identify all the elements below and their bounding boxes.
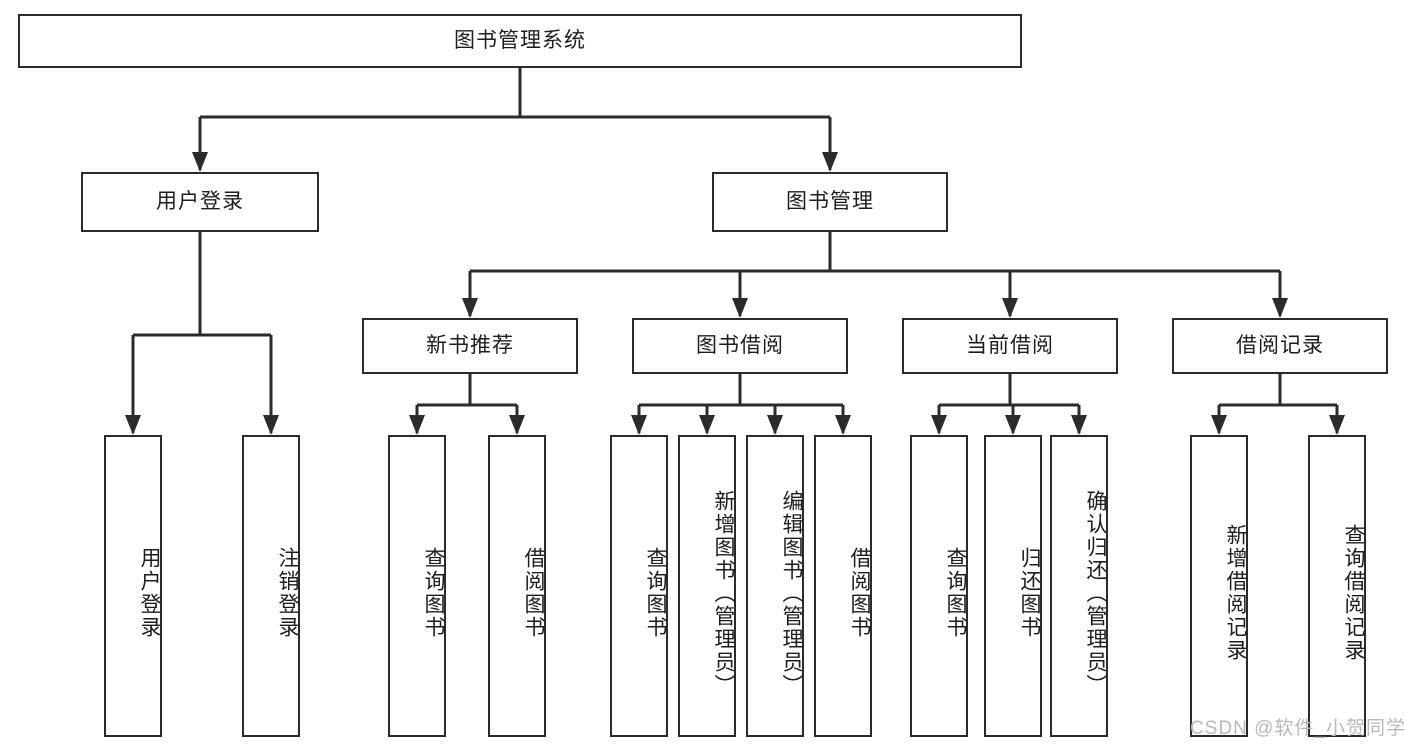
node-borrow-record[interactable]: 借阅记录 [1172,318,1388,374]
edge-arrow-book-manage-current-borrow [1002,298,1018,318]
edge-arrow-book-borrow-leaf-edit-book [767,415,783,435]
node-leaf-confirm[interactable]: 确认归还（管理员） [1050,435,1108,737]
node-leaf-add-rec[interactable]: 新增借阅记录 [1190,435,1248,737]
edge-arrow-new-book-rec-leaf-borrow-1 [509,415,525,435]
node-leaf-query-3[interactable]: 查询图书 [910,435,968,737]
edge-arrow-user-login-leaf-logout [263,415,279,435]
node-leaf-borrow-1[interactable]: 借阅图书 [488,435,546,737]
node-new-book-rec[interactable]: 新书推荐 [362,318,578,374]
edge-arrow-root-book-manage [822,152,838,172]
node-user-login[interactable]: 用户登录 [81,172,319,232]
node-leaf-edit-book[interactable]: 编辑图书（管理员） [746,435,804,737]
node-leaf-borrow-2[interactable]: 借阅图书 [814,435,872,737]
csdn-watermark: CSDN @软件_小贺同学 [1190,718,1405,739]
node-label-borrow-record: 借阅记录 [1236,334,1324,358]
node-leaf-query-1[interactable]: 查询图书 [388,435,446,737]
node-label-leaf-query-1: 查询图书 [422,547,445,639]
edge-arrow-current-borrow-leaf-query-3 [931,415,947,435]
edge-arrow-book-manage-book-borrow [732,298,748,318]
edge-arrow-book-borrow-leaf-borrow-2 [835,415,851,435]
node-leaf-user-login[interactable]: 用户登录 [104,435,162,737]
node-label-user-login: 用户登录 [156,190,244,214]
edge-arrow-book-borrow-leaf-add-book [699,415,715,435]
node-label-book-manage: 图书管理 [786,190,874,214]
node-label-leaf-query-rec: 查询借阅记录 [1342,524,1365,662]
node-leaf-query-2[interactable]: 查询图书 [610,435,668,737]
node-leaf-add-book[interactable]: 新增图书（管理员） [678,435,736,737]
node-book-borrow[interactable]: 图书借阅 [632,318,848,374]
node-label-book-borrow: 图书借阅 [696,334,784,358]
node-label-leaf-return: 归还图书 [1018,547,1041,639]
node-label-root: 图书管理系统 [454,29,586,53]
node-label-leaf-add-rec: 新增借阅记录 [1224,524,1247,662]
edge-arrow-current-borrow-leaf-return [1005,415,1021,435]
edge-arrow-new-book-rec-leaf-query-1 [409,415,425,435]
node-book-manage[interactable]: 图书管理 [712,172,948,232]
node-label-leaf-confirm: 确认归还（管理员） [1084,489,1107,697]
node-leaf-return[interactable]: 归还图书 [984,435,1042,737]
edge-arrow-borrow-record-leaf-query-rec [1329,415,1345,435]
node-label-leaf-user-login: 用户登录 [138,547,161,639]
node-label-leaf-query-3: 查询图书 [944,547,967,639]
node-label-leaf-borrow-1: 借阅图书 [522,547,545,639]
node-label-leaf-add-book: 新增图书（管理员） [712,489,735,697]
node-label-leaf-logout: 注销登录 [276,547,299,639]
node-leaf-logout[interactable]: 注销登录 [242,435,300,737]
node-current-borrow[interactable]: 当前借阅 [902,318,1118,374]
node-leaf-query-rec[interactable]: 查询借阅记录 [1308,435,1366,737]
edge-arrow-current-borrow-leaf-confirm [1071,415,1087,435]
edge-arrow-book-manage-new-book-rec [462,298,478,318]
node-label-new-book-rec: 新书推荐 [426,334,514,358]
node-label-leaf-query-2: 查询图书 [644,547,667,639]
edge-arrow-book-borrow-leaf-query-2 [631,415,647,435]
edge-arrow-root-user-login [192,152,208,172]
edge-arrow-borrow-record-leaf-add-rec [1211,415,1227,435]
node-root[interactable]: 图书管理系统 [18,14,1022,68]
node-label-current-borrow: 当前借阅 [966,334,1054,358]
node-label-leaf-edit-book: 编辑图书（管理员） [780,489,803,697]
edge-arrow-book-manage-borrow-record [1272,298,1288,318]
edge-arrow-user-login-leaf-user-login [125,415,141,435]
node-label-leaf-borrow-2: 借阅图书 [848,547,871,639]
